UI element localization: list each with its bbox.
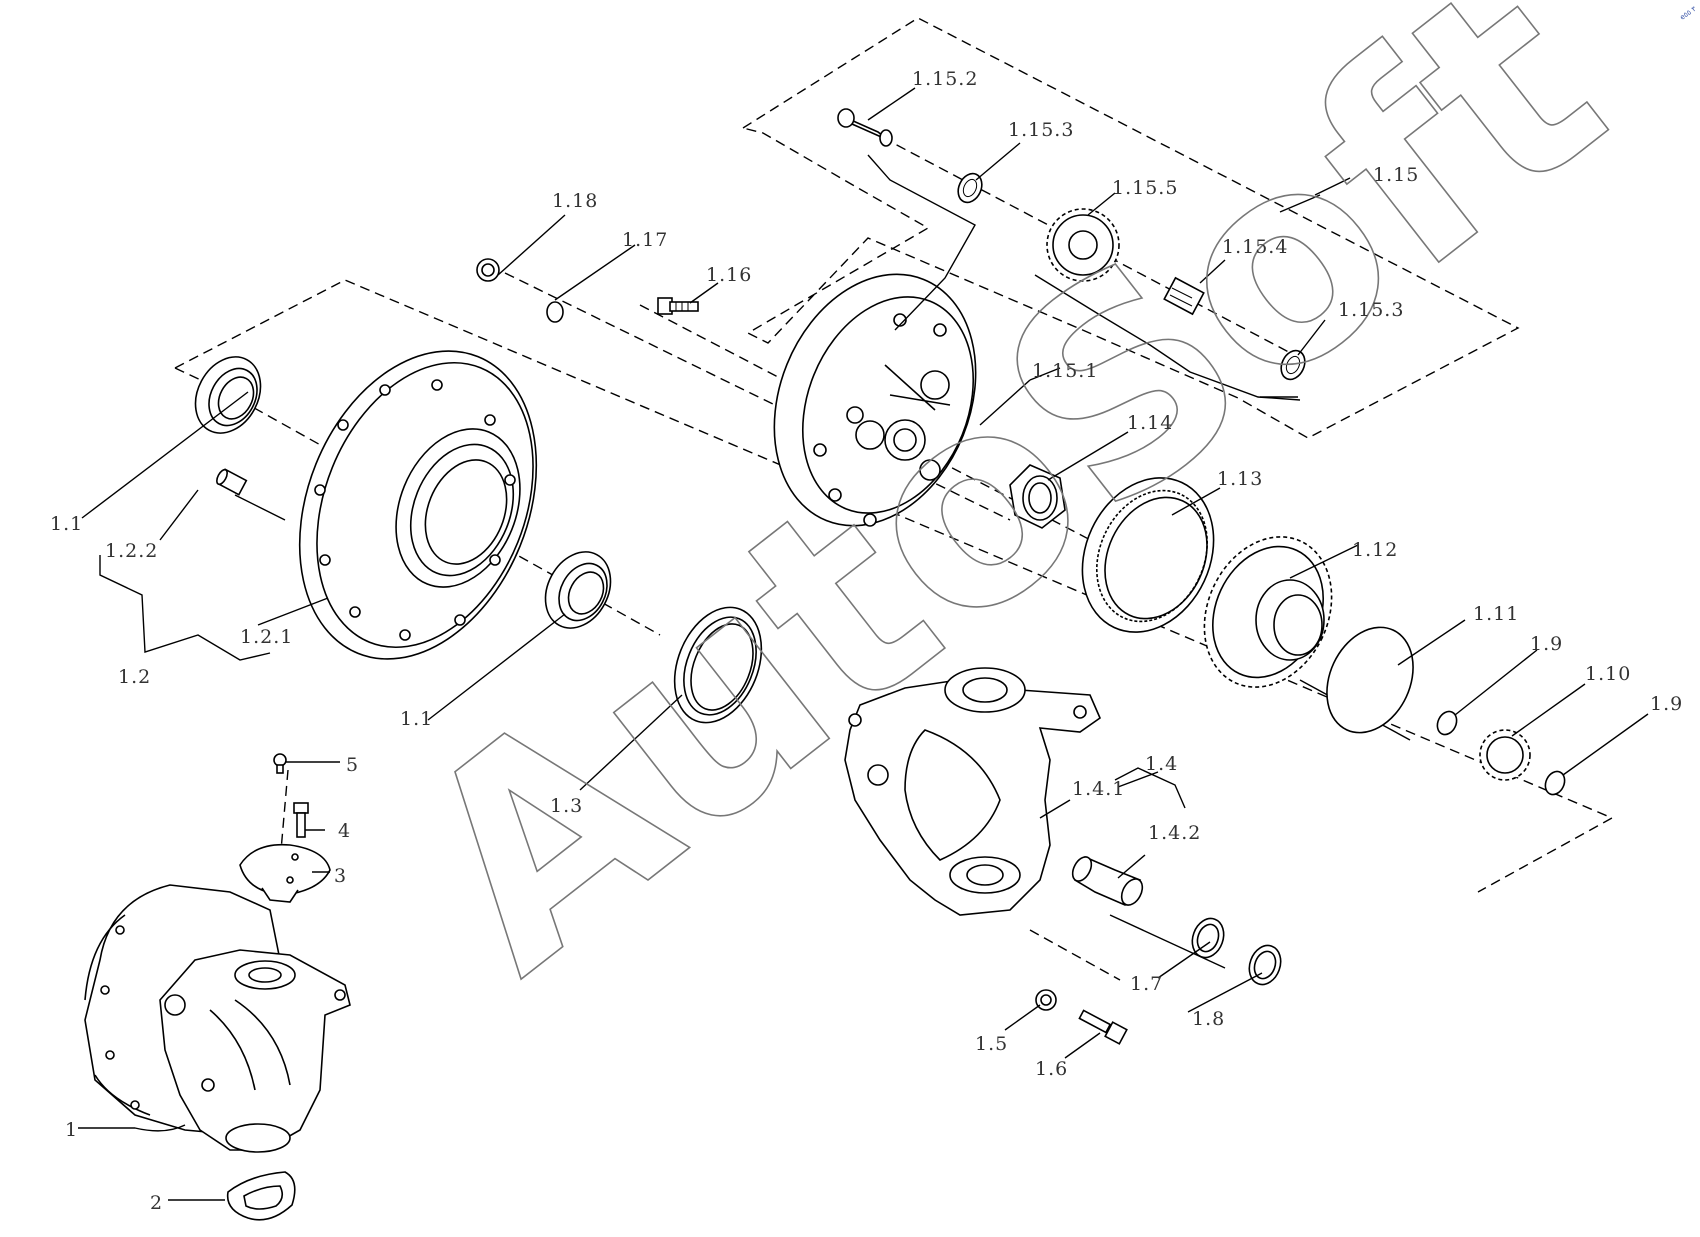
label-1-12: 1.12 [1352, 539, 1398, 561]
planet-pin [837, 108, 893, 147]
wheel-hub [298, 350, 538, 660]
thrust-washer-2 [1280, 349, 1306, 381]
label-1-1-upper: 1.1 [50, 513, 83, 535]
label-1-4: 1.4 [1145, 753, 1178, 775]
leader-lines [78, 87, 1649, 1201]
label-1-13: 1.13 [1217, 468, 1263, 490]
group-1-15-boundary [741, 17, 1520, 439]
label-1-2-1: 1.2.1 [240, 626, 293, 648]
snap-ring-2 [1544, 770, 1566, 796]
label-3: 3 [334, 865, 347, 887]
label-1-10: 1.10 [1585, 663, 1631, 685]
steering-knuckle [844, 667, 1101, 916]
label-1-5: 1.5 [975, 1033, 1008, 1055]
hub-seal [673, 606, 763, 724]
label-1-2-2: 1.2.2 [105, 540, 158, 562]
label-5: 5 [346, 754, 359, 776]
ring-gear [1081, 477, 1215, 633]
label-1-18: 1.18 [552, 190, 598, 212]
thrust-washer [957, 172, 983, 204]
label-1-7: 1.7 [1130, 973, 1163, 995]
label-1: 1 [65, 1119, 78, 1141]
label-1-17: 1.17 [622, 229, 668, 251]
label-1-4-2: 1.4.2 [1148, 822, 1201, 844]
label-1-2: 1.2 [118, 666, 151, 688]
small-nut [476, 258, 500, 282]
shim-2 [1248, 944, 1282, 986]
cap-bolt [293, 802, 309, 838]
label-1-8: 1.8 [1192, 1008, 1225, 1030]
small-washer [546, 301, 564, 323]
label-1-16: 1.16 [706, 264, 752, 286]
label-1-4-1: 1.4.1 [1072, 778, 1125, 800]
label-1-15-3-lower: 1.15.3 [1338, 299, 1404, 321]
label-1-15-1: 1.15.1 [1032, 360, 1098, 382]
planet-carrier [773, 273, 977, 527]
wheel-stud [216, 468, 248, 496]
label-1-14: 1.14 [1127, 412, 1173, 434]
corner-mark: e٣ ٥٥ [1679, 5, 1698, 22]
planet-gear [1046, 208, 1120, 282]
label-1-9-left: 1.9 [1530, 633, 1563, 655]
label-4: 4 [338, 820, 351, 842]
king-pin-cap [239, 843, 331, 903]
label-1-6: 1.6 [1035, 1058, 1068, 1080]
label-1-11: 1.11 [1473, 603, 1519, 625]
knuckle-bolt [1078, 1009, 1128, 1045]
taper-bearing-upper [194, 356, 262, 434]
label-1-3: 1.3 [550, 795, 583, 817]
snap-ring [1436, 710, 1458, 736]
assembled-final-drive [84, 884, 351, 1153]
callout-labels: 1.15.2 1.15.3 1.15 1.15.5 1.18 1.17 1.16… [50, 68, 1683, 1214]
label-1-15-2: 1.15.2 [912, 68, 978, 90]
shim [1191, 917, 1225, 959]
label-2: 2 [150, 1192, 163, 1214]
ring-gear-hub [1203, 536, 1333, 688]
knuckle-bushing [1071, 855, 1144, 907]
sun-gear [1479, 729, 1531, 781]
grease-nipple [273, 753, 287, 774]
thrust-washer-inner [962, 178, 978, 198]
thrust-washer-2-inner [1285, 355, 1301, 375]
label-1-1-lower: 1.1 [400, 708, 433, 730]
label-1-9-right: 1.9 [1650, 693, 1683, 715]
label-1-15: 1.15 [1373, 164, 1419, 186]
needle-bearing [1163, 276, 1205, 316]
taper-bearing-lower [544, 551, 612, 629]
carrier-bolt [657, 297, 699, 315]
lock-nut [1009, 464, 1066, 529]
label-1-15-4: 1.15.4 [1222, 236, 1288, 258]
plug [1035, 989, 1057, 1011]
o-ring [1326, 626, 1414, 734]
label-1-15-5: 1.15.5 [1112, 177, 1178, 199]
label-1-15-3-upper: 1.15.3 [1008, 119, 1074, 141]
shim-plate [226, 1171, 296, 1221]
